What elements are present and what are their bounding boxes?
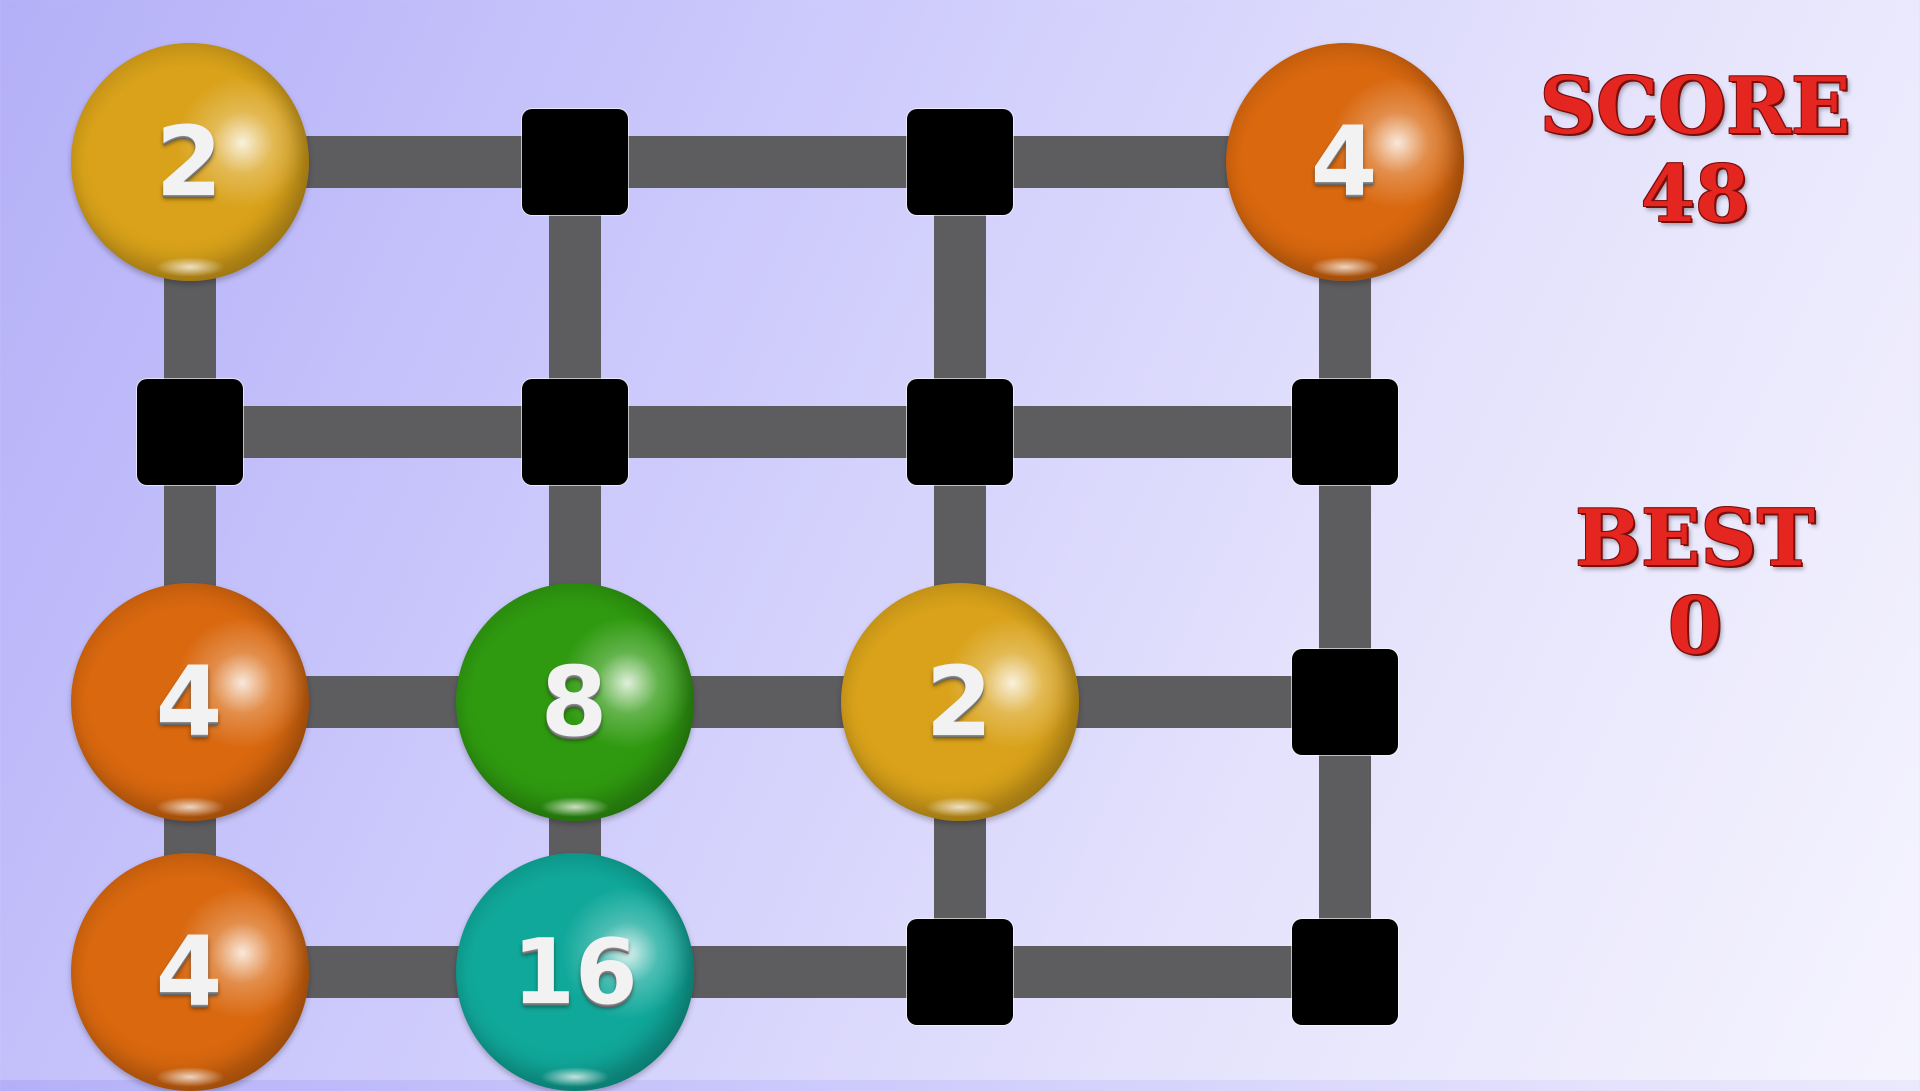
ball-value: 8	[540, 646, 610, 758]
empty-node[interactable]	[522, 109, 628, 215]
track-horizontal	[190, 136, 1344, 188]
empty-node[interactable]	[907, 379, 1013, 485]
track-horizontal	[190, 676, 1344, 728]
score-label: SCORE	[1539, 61, 1851, 152]
best-label: BEST	[1575, 493, 1815, 584]
ball-tile[interactable]: 4	[71, 583, 309, 821]
ball-value: 2	[925, 646, 995, 758]
empty-node[interactable]	[1292, 649, 1398, 755]
ball-value: 4	[1310, 106, 1380, 218]
track-vertical	[549, 162, 601, 972]
track-horizontal	[190, 406, 1344, 458]
track-vertical	[164, 162, 216, 972]
ball-value: 2	[155, 106, 225, 218]
ball-tile[interactable]: 16	[456, 853, 694, 1091]
ball-value: 16	[512, 919, 638, 1025]
ball-value: 4	[155, 916, 225, 1028]
score-panel: SCORE 48	[1530, 68, 1860, 234]
empty-node[interactable]	[137, 379, 243, 485]
ball-tile[interactable]: 8	[456, 583, 694, 821]
ball-tile[interactable]: 4	[1226, 43, 1464, 281]
track-horizontal	[190, 946, 1344, 998]
empty-node[interactable]	[907, 109, 1013, 215]
track-vertical	[1319, 162, 1371, 972]
ball-tile[interactable]: 2	[71, 43, 309, 281]
empty-node[interactable]	[522, 379, 628, 485]
best-panel: BEST 0	[1530, 500, 1860, 666]
track-vertical	[934, 162, 986, 972]
ball-tile[interactable]: 4	[71, 853, 309, 1091]
empty-node[interactable]	[1292, 379, 1398, 485]
empty-node[interactable]	[1292, 919, 1398, 1025]
ball-value: 4	[155, 646, 225, 758]
empty-node[interactable]	[907, 919, 1013, 1025]
score-value: 48	[1640, 149, 1750, 240]
best-value: 0	[1667, 581, 1723, 672]
ball-tile[interactable]: 2	[841, 583, 1079, 821]
